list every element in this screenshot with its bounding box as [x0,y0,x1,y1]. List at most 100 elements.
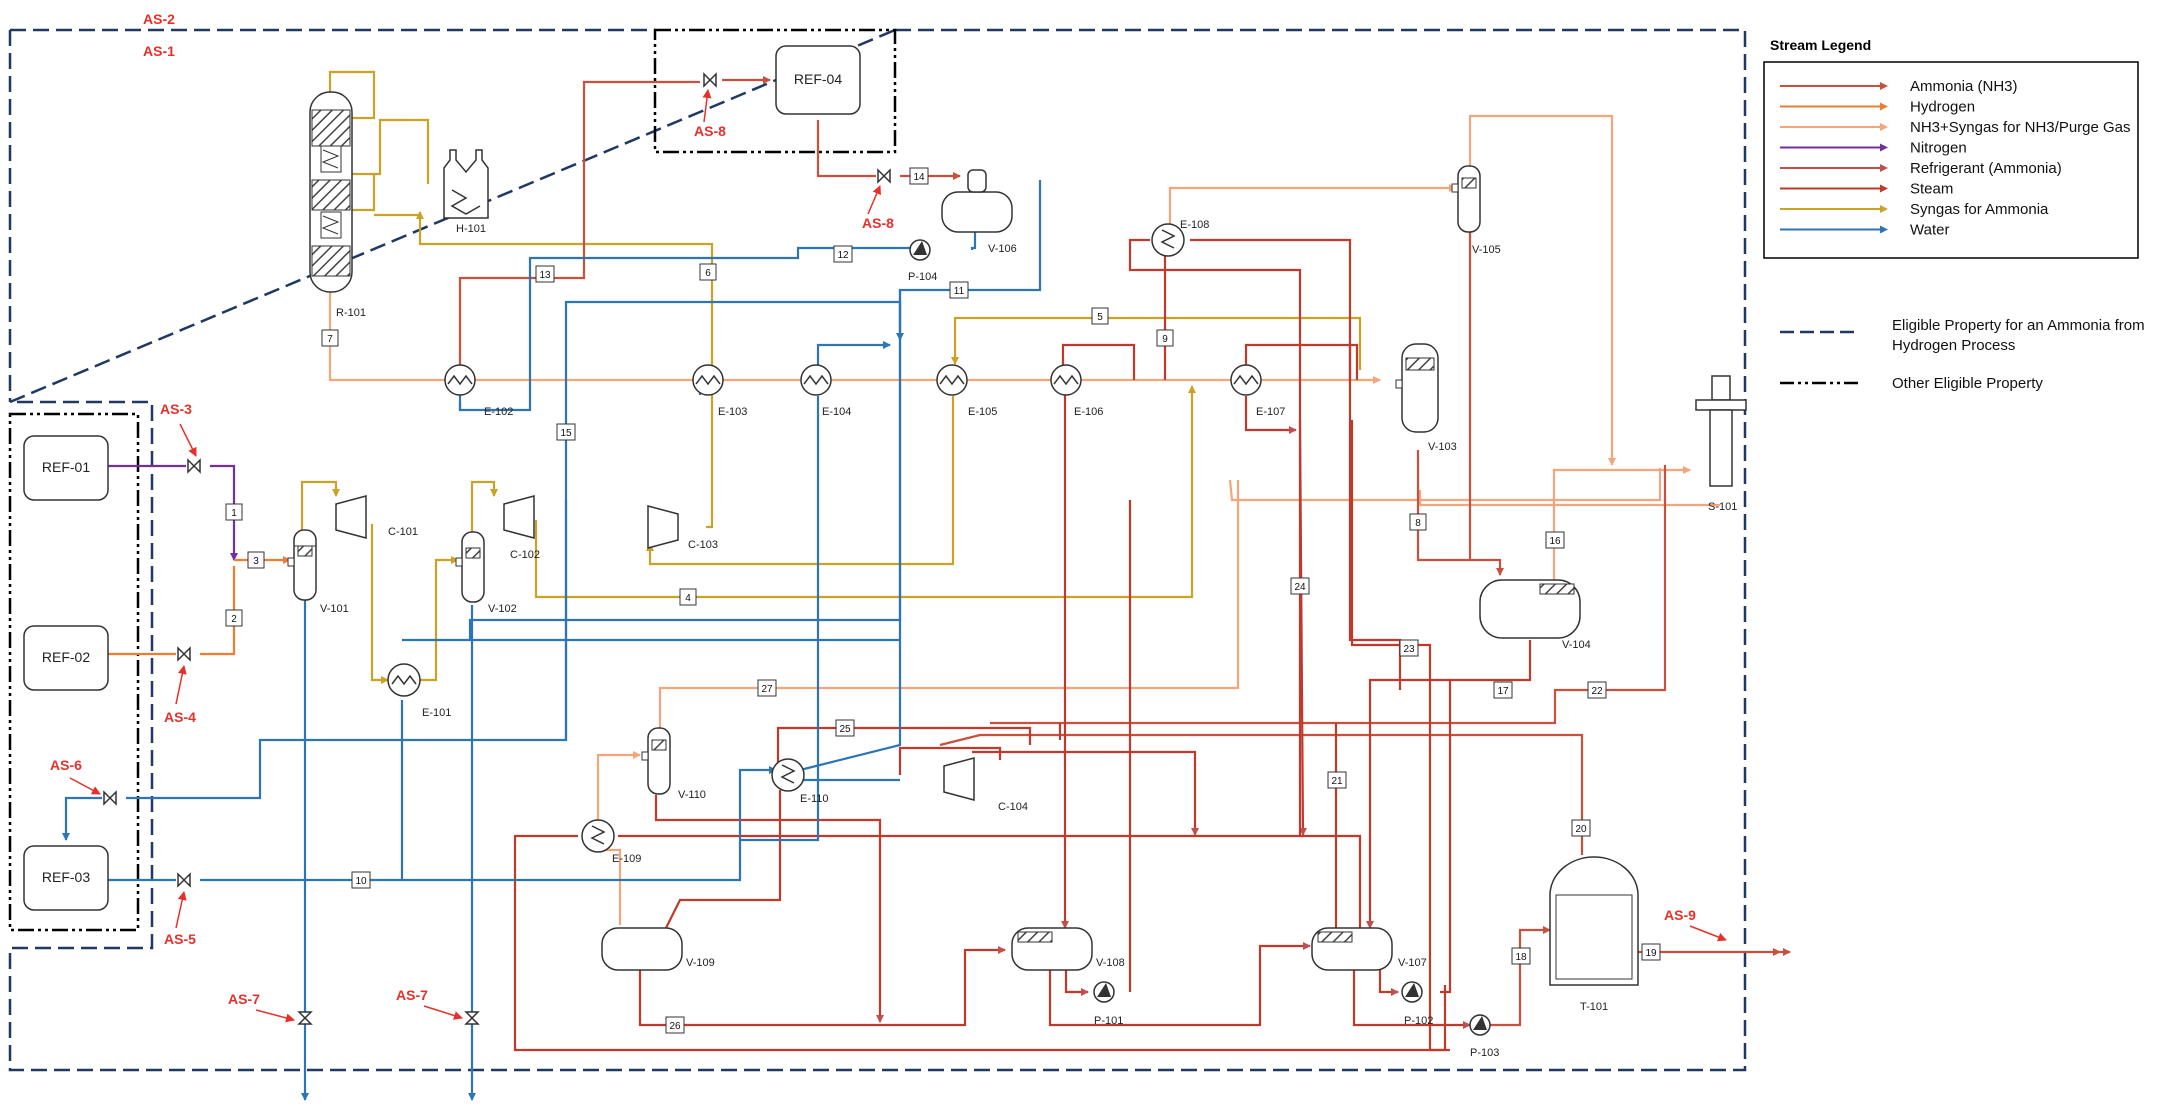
ref-03-box[interactable]: REF-03 [23,845,109,911]
purge-line-7 [328,286,1381,384]
p101-label: P-101 [1094,1015,1123,1027]
pump-p103[interactable]: P-103 [1469,1014,1499,1059]
exchanger-e106[interactable]: E-106 [1050,364,1103,418]
purge-line-e108-v105 [1168,184,1457,240]
as9-label: AS-9 [1664,907,1696,923]
purge-line-16 [1552,466,1691,588]
eligible-boundary-main [8,28,1747,1072]
syngas-line-v102-c102 [470,480,498,535]
ref-02-box[interactable]: REF-02 [23,625,109,691]
stream-tag-15-text: 15 [560,428,572,439]
stream-tag-9: 9 [1156,329,1174,347]
valve-as3[interactable] [187,458,201,474]
as4-label: AS-4 [164,709,196,725]
stream-tag-2: 2 [225,609,243,627]
pump-p104[interactable]: P-104 [908,239,937,283]
v107-label: V-107 [1398,957,1427,969]
exchanger-e110[interactable]: E-110 [771,758,829,805]
exchanger-e108[interactable]: E-108 [1151,219,1209,257]
tank-t101[interactable]: T-101 [1549,856,1639,1013]
vessel-v105[interactable]: V-105 [1451,165,1501,256]
valve-as7-b[interactable] [464,1011,480,1025]
legend-item: Steam [1780,181,1953,198]
vessel-v108[interactable]: V-108 [1011,927,1125,971]
stream-tag-2-text: 2 [231,614,237,625]
stream-tag-20: 20 [1571,819,1591,837]
legend-label: Syngas for Ammonia [1910,201,2049,218]
exchanger-e103[interactable]: E-103 [692,364,747,418]
compressor-c102[interactable]: C-102 [503,495,540,561]
stream-tag-11-text: 11 [954,286,965,297]
exchanger-e102[interactable]: E-102 [444,364,513,418]
stream-legend: Stream Legend Ammonia (NH3)HydrogenNH3+S… [1763,37,2139,259]
ammonia-line-22 [990,465,1667,725]
heater-h101[interactable]: H-101 [443,149,489,235]
ref-line-e109-right [618,834,1362,960]
v102-label: V-102 [488,603,517,615]
valve-as5[interactable] [177,872,191,888]
exchanger-e109[interactable]: E-109 [581,819,641,865]
stream-tag-17-text: 17 [1497,686,1509,697]
vessel-v109[interactable]: V-109 [601,927,715,971]
vessel-v107[interactable]: V-107 [1311,927,1427,971]
vessel-v106[interactable]: V-106 [941,169,1017,255]
t101-label: T-101 [1580,1001,1608,1013]
stream-tag-4-text: 4 [685,593,691,604]
ref-line-v108-v107 [1048,942,1311,1027]
purge-line-v105-s101 [1468,114,1616,466]
legend-swatch-arrow [1880,123,1888,131]
ammonia-lines [458,76,1791,1027]
stream-tag-23: 23 [1399,639,1419,657]
e105-label: E-105 [968,406,997,418]
stack-s101[interactable]: S-101 [1695,375,1747,513]
exchanger-e105[interactable]: E-105 [936,364,997,418]
vessel-v104[interactable]: V-104 [1479,579,1591,651]
e109-label: E-109 [612,853,641,865]
hydrogen-lines [108,556,291,656]
stream-tag-21: 21 [1327,771,1347,789]
boundary-legend-eligible-1: Eligible Property for an Ammonia from [1892,317,2145,334]
compressor-c104[interactable]: C-104 [943,757,1028,813]
v109-label: V-109 [686,957,715,969]
reactor-r101[interactable]: R-101 [309,91,366,319]
p102-label: P-102 [1404,1015,1433,1027]
vessel-v110[interactable]: V-110 [641,727,706,801]
legend-label: Nitrogen [1910,140,1967,157]
pump-p102[interactable]: P-102 [1401,981,1433,1027]
compressor-c103[interactable]: C-103 [647,505,718,551]
valve-as7-a[interactable] [297,1011,313,1025]
stream-tag-11: 11 [949,281,969,299]
pump-p101[interactable]: P-101 [1093,981,1123,1027]
vessel-v102[interactable]: V-102 [455,531,517,615]
exchanger-e101[interactable]: E-101 [387,663,451,719]
stream-tag-3: 3 [247,551,265,569]
valve-as8-top[interactable] [703,72,717,88]
valve-as8-bottom[interactable] [877,168,891,184]
exchanger-e104[interactable]: E-104 [800,364,851,418]
vessel-v103[interactable]: V-103 [1395,343,1457,453]
ref-04-box[interactable]: REF-04 [775,45,861,115]
legend-label: Steam [1910,181,1953,198]
purge-lines [328,114,1720,925]
water-line-11 [799,180,1042,772]
vessel-v101[interactable]: V-101 [287,529,349,615]
legend-label: Ammonia (NH3) [1910,78,2018,95]
stream-tag-22-text: 22 [1591,686,1603,697]
e103-label: E-103 [718,406,747,418]
r101-label: R-101 [336,307,366,319]
exchanger-e107[interactable]: E-107 [1230,364,1285,418]
nitrogen-lines [108,464,238,561]
stream-tag-16-text: 16 [1549,536,1561,547]
compressor-c101[interactable]: C-101 [335,495,418,539]
other-eligible-boundary-refs [8,412,140,932]
valve-as6[interactable] [103,790,117,806]
valve-as4[interactable] [177,646,191,662]
legend-swatch-arrow [1880,184,1888,193]
stream-tag-26: 26 [665,1016,685,1034]
legend-item: Nitrogen [1780,140,1967,157]
ref-line-e107-v107 [1244,396,1297,434]
ref-01-box[interactable]: REF-01 [23,435,109,501]
boundary-legend: Eligible Property for an Ammonia from Hy… [1780,317,2145,392]
